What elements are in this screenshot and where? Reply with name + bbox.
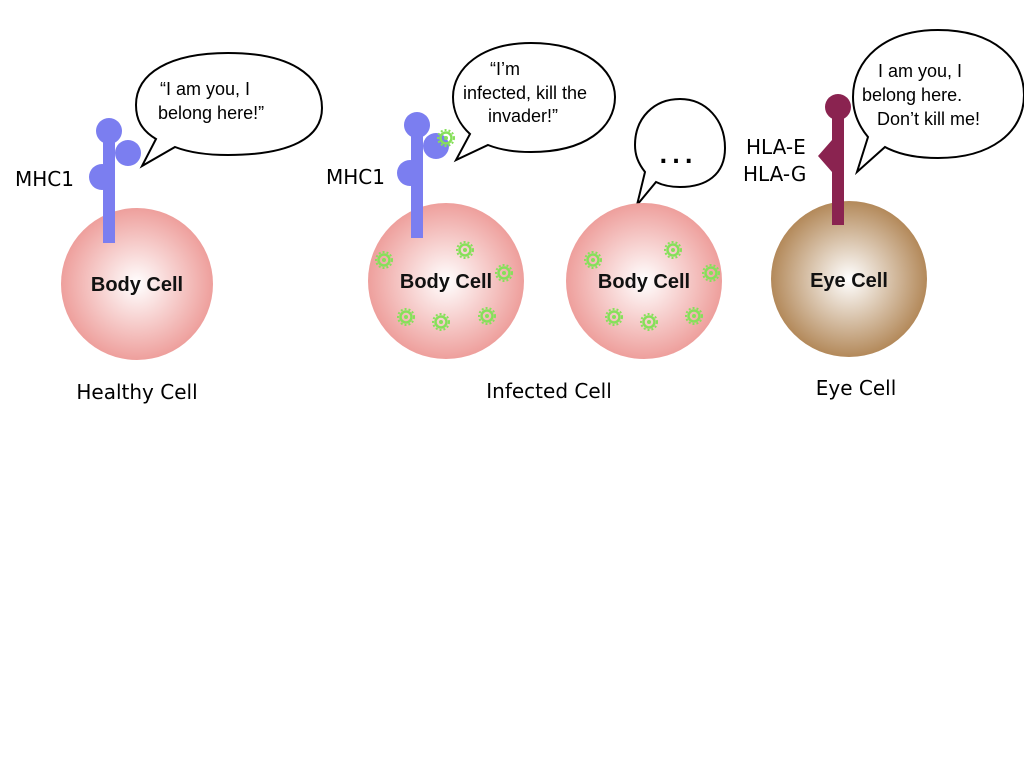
healthy-speech-bubble: “I am you, I belong here!” <box>134 51 324 169</box>
hla-e-label: HLA-E <box>746 135 806 159</box>
eye-cell-group: I am you, I belong here. Don’t kill me! … <box>743 28 1024 400</box>
eye-speech-bubble: I am you, I belong here. Don’t kill me! <box>851 28 1024 176</box>
infected-cell-label: Body Cell <box>400 271 492 293</box>
healthy-speech-line-1: “I am you, I <box>160 79 250 99</box>
eye-cell-label: Eye Cell <box>810 270 888 292</box>
silent-infected-cell-group: … Body Cell Infected Cell <box>486 97 727 403</box>
healthy-cell-group: “I am you, I belong here!” MHC1 Body Cel… <box>15 51 324 404</box>
silent-speech-ellipsis: … <box>656 128 696 172</box>
healthy-speech-line-2: belong here!” <box>158 103 264 123</box>
infected-caption: Infected Cell <box>486 379 612 403</box>
eye-caption: Eye Cell <box>816 376 897 400</box>
healthy-caption: Healthy Cell <box>76 380 197 404</box>
infected-speech-line-2: infected, kill the <box>463 83 587 103</box>
silent-speech-bubble: … <box>633 97 727 206</box>
healthy-mhc1-receptor <box>89 118 141 243</box>
healthy-cell-label: Body Cell <box>91 274 183 296</box>
eye-speech-line-3: Don’t kill me! <box>877 109 980 129</box>
infected-speech-line-3: invader!” <box>488 106 558 126</box>
infected-speech-bubble: “I’m infected, kill the invader!” <box>451 41 617 163</box>
eye-speech-line-2: belong here. <box>862 85 962 105</box>
infected-speech-line-1: “I’m <box>490 59 520 79</box>
hla-g-label: HLA-G <box>743 162 806 186</box>
infected-cell-group: “I’m infected, kill the invader!” MHC1 B… <box>326 41 617 359</box>
eye-speech-line-1: I am you, I <box>878 61 962 81</box>
healthy-receptor-label: MHC1 <box>15 167 74 191</box>
infected-mhc1-receptor <box>397 112 449 238</box>
healthy-body-cell <box>61 208 213 360</box>
infected-receptor-label: MHC1 <box>326 165 385 189</box>
hla-receptor <box>818 94 851 225</box>
eye-body-cell <box>771 201 927 357</box>
silent-body-cell <box>566 203 722 359</box>
silent-cell-label: Body Cell <box>598 271 690 293</box>
